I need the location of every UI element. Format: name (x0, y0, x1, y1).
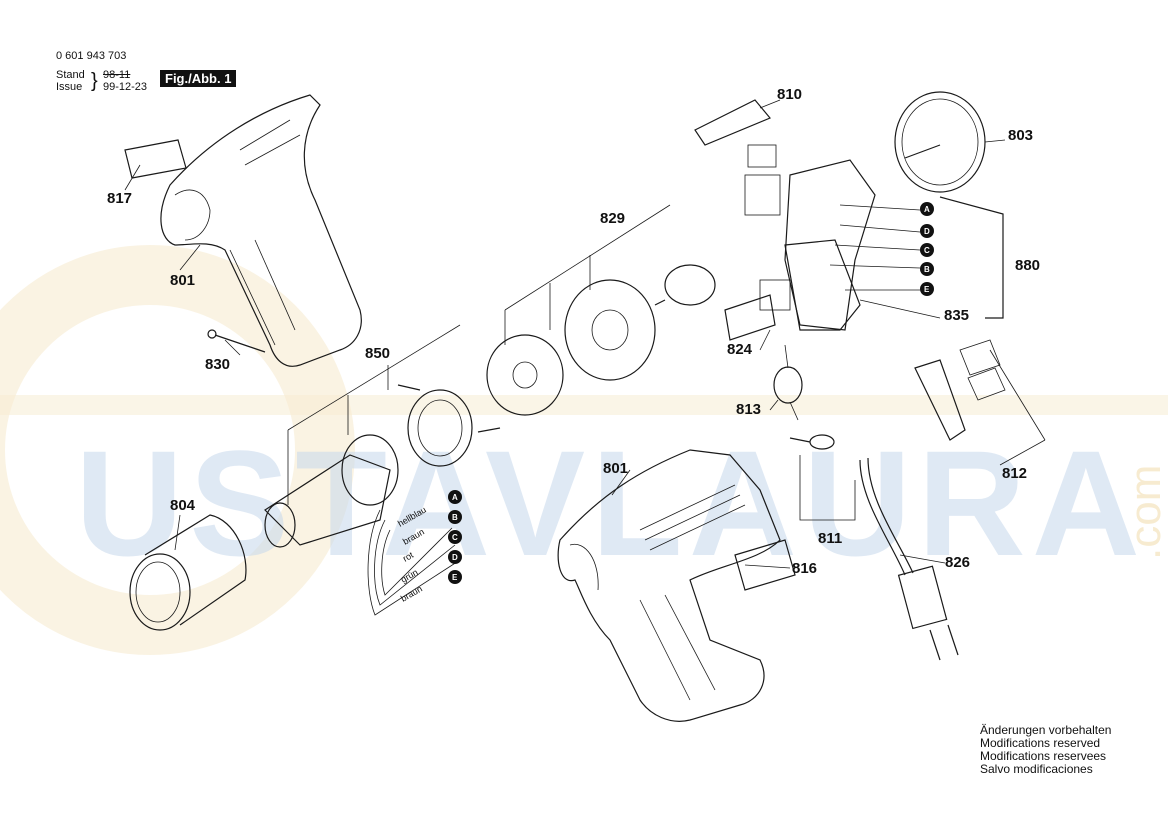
label-830: 830 (205, 356, 231, 373)
part-824-switch (724, 279, 791, 341)
wire-marker-c: C (452, 533, 458, 542)
part-801-housing-half (160, 94, 362, 367)
connector-marker-3: C (924, 246, 930, 255)
label-801-bottom: 801 (603, 460, 629, 477)
connector-marker-4: B (924, 265, 930, 274)
label-813: 813 (736, 401, 762, 418)
connector-marker-5: E (924, 285, 930, 294)
part-813-component (773, 344, 803, 421)
label-803: 803 (1008, 127, 1034, 144)
part-835-electronics-board (784, 159, 921, 331)
watermark-text: USTAVLAURA (75, 419, 1146, 587)
label-880: 880 (1015, 257, 1041, 274)
label-817: 817 (107, 190, 133, 207)
stand-label: Stand (56, 69, 85, 81)
stand-value: 98-11 (103, 69, 131, 81)
part-830-screw (207, 329, 266, 353)
bracket-880 (939, 196, 1004, 319)
label-810: 810 (777, 86, 803, 103)
part-826-power-cord (859, 457, 959, 661)
figure-label: Fig./Abb. 1 (160, 70, 237, 87)
wire-marker-b: B (452, 513, 458, 522)
label-835: 835 (944, 307, 970, 324)
part-850-nozzle-assembly (264, 324, 501, 548)
connector-markers-right: A D C B E (920, 202, 934, 296)
label-812: 812 (1002, 465, 1028, 482)
label-850: 850 (365, 345, 391, 362)
part-829-fan-motor (486, 204, 716, 416)
note-es: Salvo modificaciones (980, 762, 1093, 776)
note-fr: Modifications reservees (980, 749, 1107, 763)
wire-marker-e: E (452, 573, 458, 582)
watermark-suffix: .com (1121, 465, 1168, 560)
label-826: 826 (945, 554, 971, 571)
wire-color-3: rot (401, 550, 416, 564)
label-829: 829 (600, 210, 626, 227)
part-810-switch-cover (694, 99, 781, 216)
label-824: 824 (727, 341, 753, 358)
label-801-top: 801 (170, 272, 196, 289)
issue-value: 99-12-23 (103, 81, 148, 93)
part-801-housing-main (557, 449, 796, 722)
label-816: 816 (792, 560, 818, 577)
part-804-nozzle (129, 514, 247, 631)
connector-marker-1: A (924, 205, 930, 214)
notes: Änderungen vorbehalten Modifications res… (980, 724, 1111, 776)
wire-marker-d: D (452, 553, 458, 562)
wire-bundle (367, 509, 461, 616)
part-number: 0 601 943 703 (56, 50, 127, 62)
part-811-cable-clamp (789, 434, 856, 521)
connector-marker-2: D (924, 227, 930, 236)
watermark: USTAVLAURA .com (0, 245, 1168, 655)
issue-label: Issue (56, 81, 83, 93)
part-817-label (124, 139, 187, 179)
note-en: Modifications reserved (980, 736, 1101, 750)
label-804: 804 (170, 497, 196, 514)
note-de: Änderungen vorbehalten (980, 723, 1112, 737)
part-803-dial (894, 91, 986, 193)
label-811: 811 (818, 530, 843, 547)
wire-marker-a: A (452, 493, 458, 502)
leader-lines (124, 99, 1006, 569)
brace-glyph: } (91, 70, 98, 92)
part-812-labels (914, 339, 1046, 466)
